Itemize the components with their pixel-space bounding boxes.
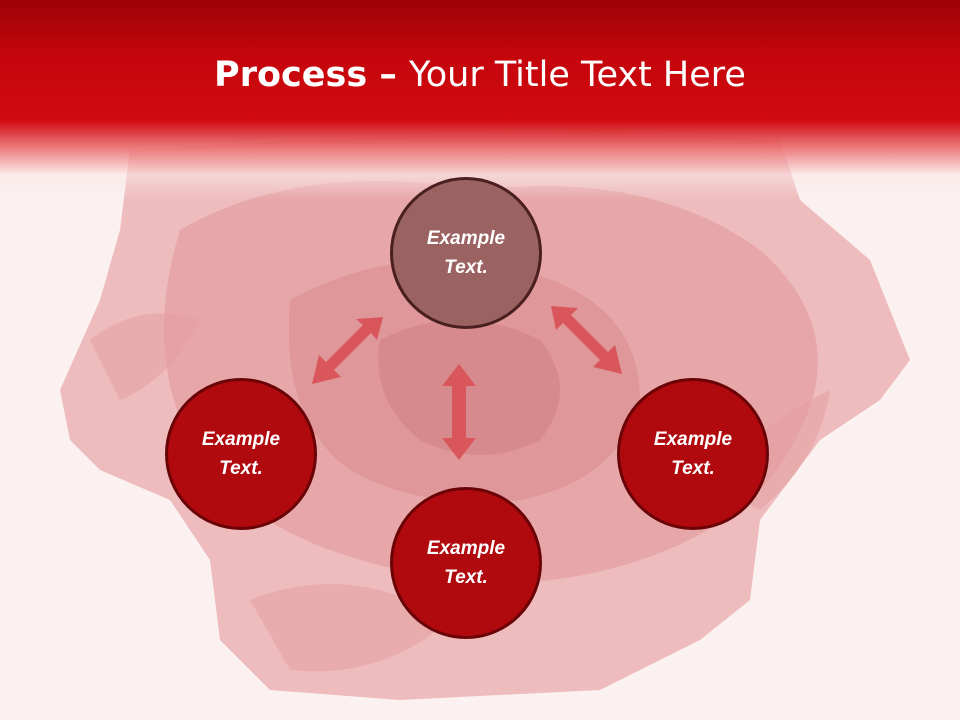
title-banner [0, 0, 960, 200]
title-separator: – [367, 55, 410, 95]
process-node-bottom[interactable]: Example Text. [390, 487, 542, 639]
arrow-top-right [551, 306, 622, 374]
title-rest-text: Your Title Text Here [409, 55, 746, 95]
node-label: Example Text. [653, 429, 733, 479]
slide-title[interactable]: Process – Your Title Text Here [0, 52, 960, 98]
title-bold-text: Process [214, 55, 368, 95]
process-node-top[interactable]: Example Text. [390, 177, 542, 329]
arrow-top-left [312, 317, 383, 384]
node-label: Example Text. [426, 538, 506, 588]
node-label: Example Text. [201, 429, 281, 479]
arrow-vertical [442, 364, 476, 460]
process-node-left[interactable]: Example Text. [165, 378, 317, 530]
process-node-right[interactable]: Example Text. [617, 378, 769, 530]
node-label: Example Text. [426, 228, 506, 278]
